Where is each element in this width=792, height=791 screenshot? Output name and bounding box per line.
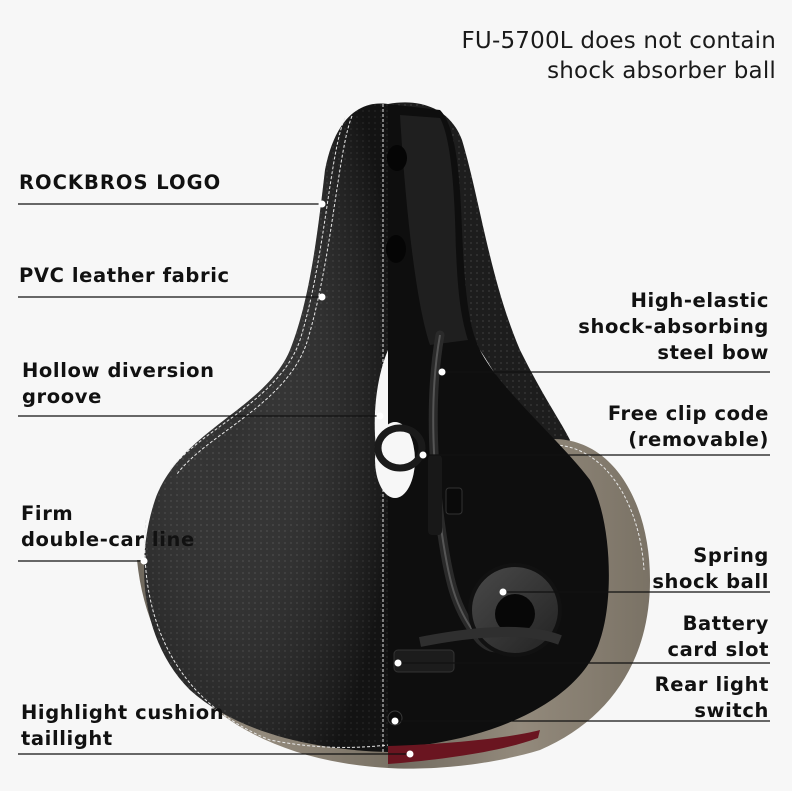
- callout-highlight-cushion-taillight: Highlight cushion taillight: [21, 700, 224, 752]
- leader-lines: [18, 203, 770, 755]
- callout-text: Firm: [21, 502, 74, 525]
- callout-text: Free clip code: [607, 402, 769, 425]
- callout-firm-double-car-line: Firm double-car line: [21, 501, 195, 553]
- callout-text: High-elastic: [630, 289, 769, 312]
- callout-rockbros-logo: ROCKBROS LOGO: [19, 170, 221, 196]
- marker-dots: [140, 200, 507, 758]
- callout-text: taillight: [21, 727, 113, 750]
- callout-rear-light-switch: Rear light switch: [655, 672, 769, 724]
- callout-text: Rear light: [654, 673, 769, 696]
- callout-text: Hollow diversion: [22, 359, 215, 382]
- callout-pvc-leather-fabric: PVC leather fabric: [19, 263, 230, 289]
- callout-battery-card-slot: Battery card slot: [668, 611, 770, 663]
- callout-text: shock ball: [652, 570, 769, 593]
- callout-text: PVC leather fabric: [19, 264, 230, 287]
- callout-steel-bow: High-elastic shock-absorbing steel bow: [578, 288, 769, 366]
- taillight: [388, 730, 540, 764]
- product-note: FU-5700L does not contain shock absorber…: [462, 26, 777, 86]
- product-note-line-1: FU-5700L does not contain: [461, 28, 776, 54]
- callout-text: Spring: [693, 544, 769, 567]
- callout-text: ROCKBROS LOGO: [19, 171, 222, 194]
- right-side-leather: [388, 439, 650, 769]
- right-fabric: [388, 102, 570, 460]
- callout-spring-shock-ball: Spring shock ball: [652, 543, 769, 595]
- callout-text: groove: [22, 385, 102, 408]
- product-note-line-2: shock absorber ball: [547, 58, 776, 84]
- callout-text: shock-absorbing: [578, 315, 769, 338]
- callout-text: Battery: [682, 612, 769, 635]
- callout-text: card slot: [667, 638, 769, 661]
- callout-text: (removable): [628, 428, 769, 451]
- callout-text: switch: [694, 699, 769, 722]
- callout-text: double-car line: [21, 528, 195, 551]
- callout-text: steel bow: [657, 341, 769, 364]
- callout-hollow-diversion-groove: Hollow diversion groove: [22, 358, 215, 410]
- callout-text: Highlight cushion: [21, 701, 225, 724]
- callout-free-clip-code: Free clip code (removable): [608, 401, 769, 453]
